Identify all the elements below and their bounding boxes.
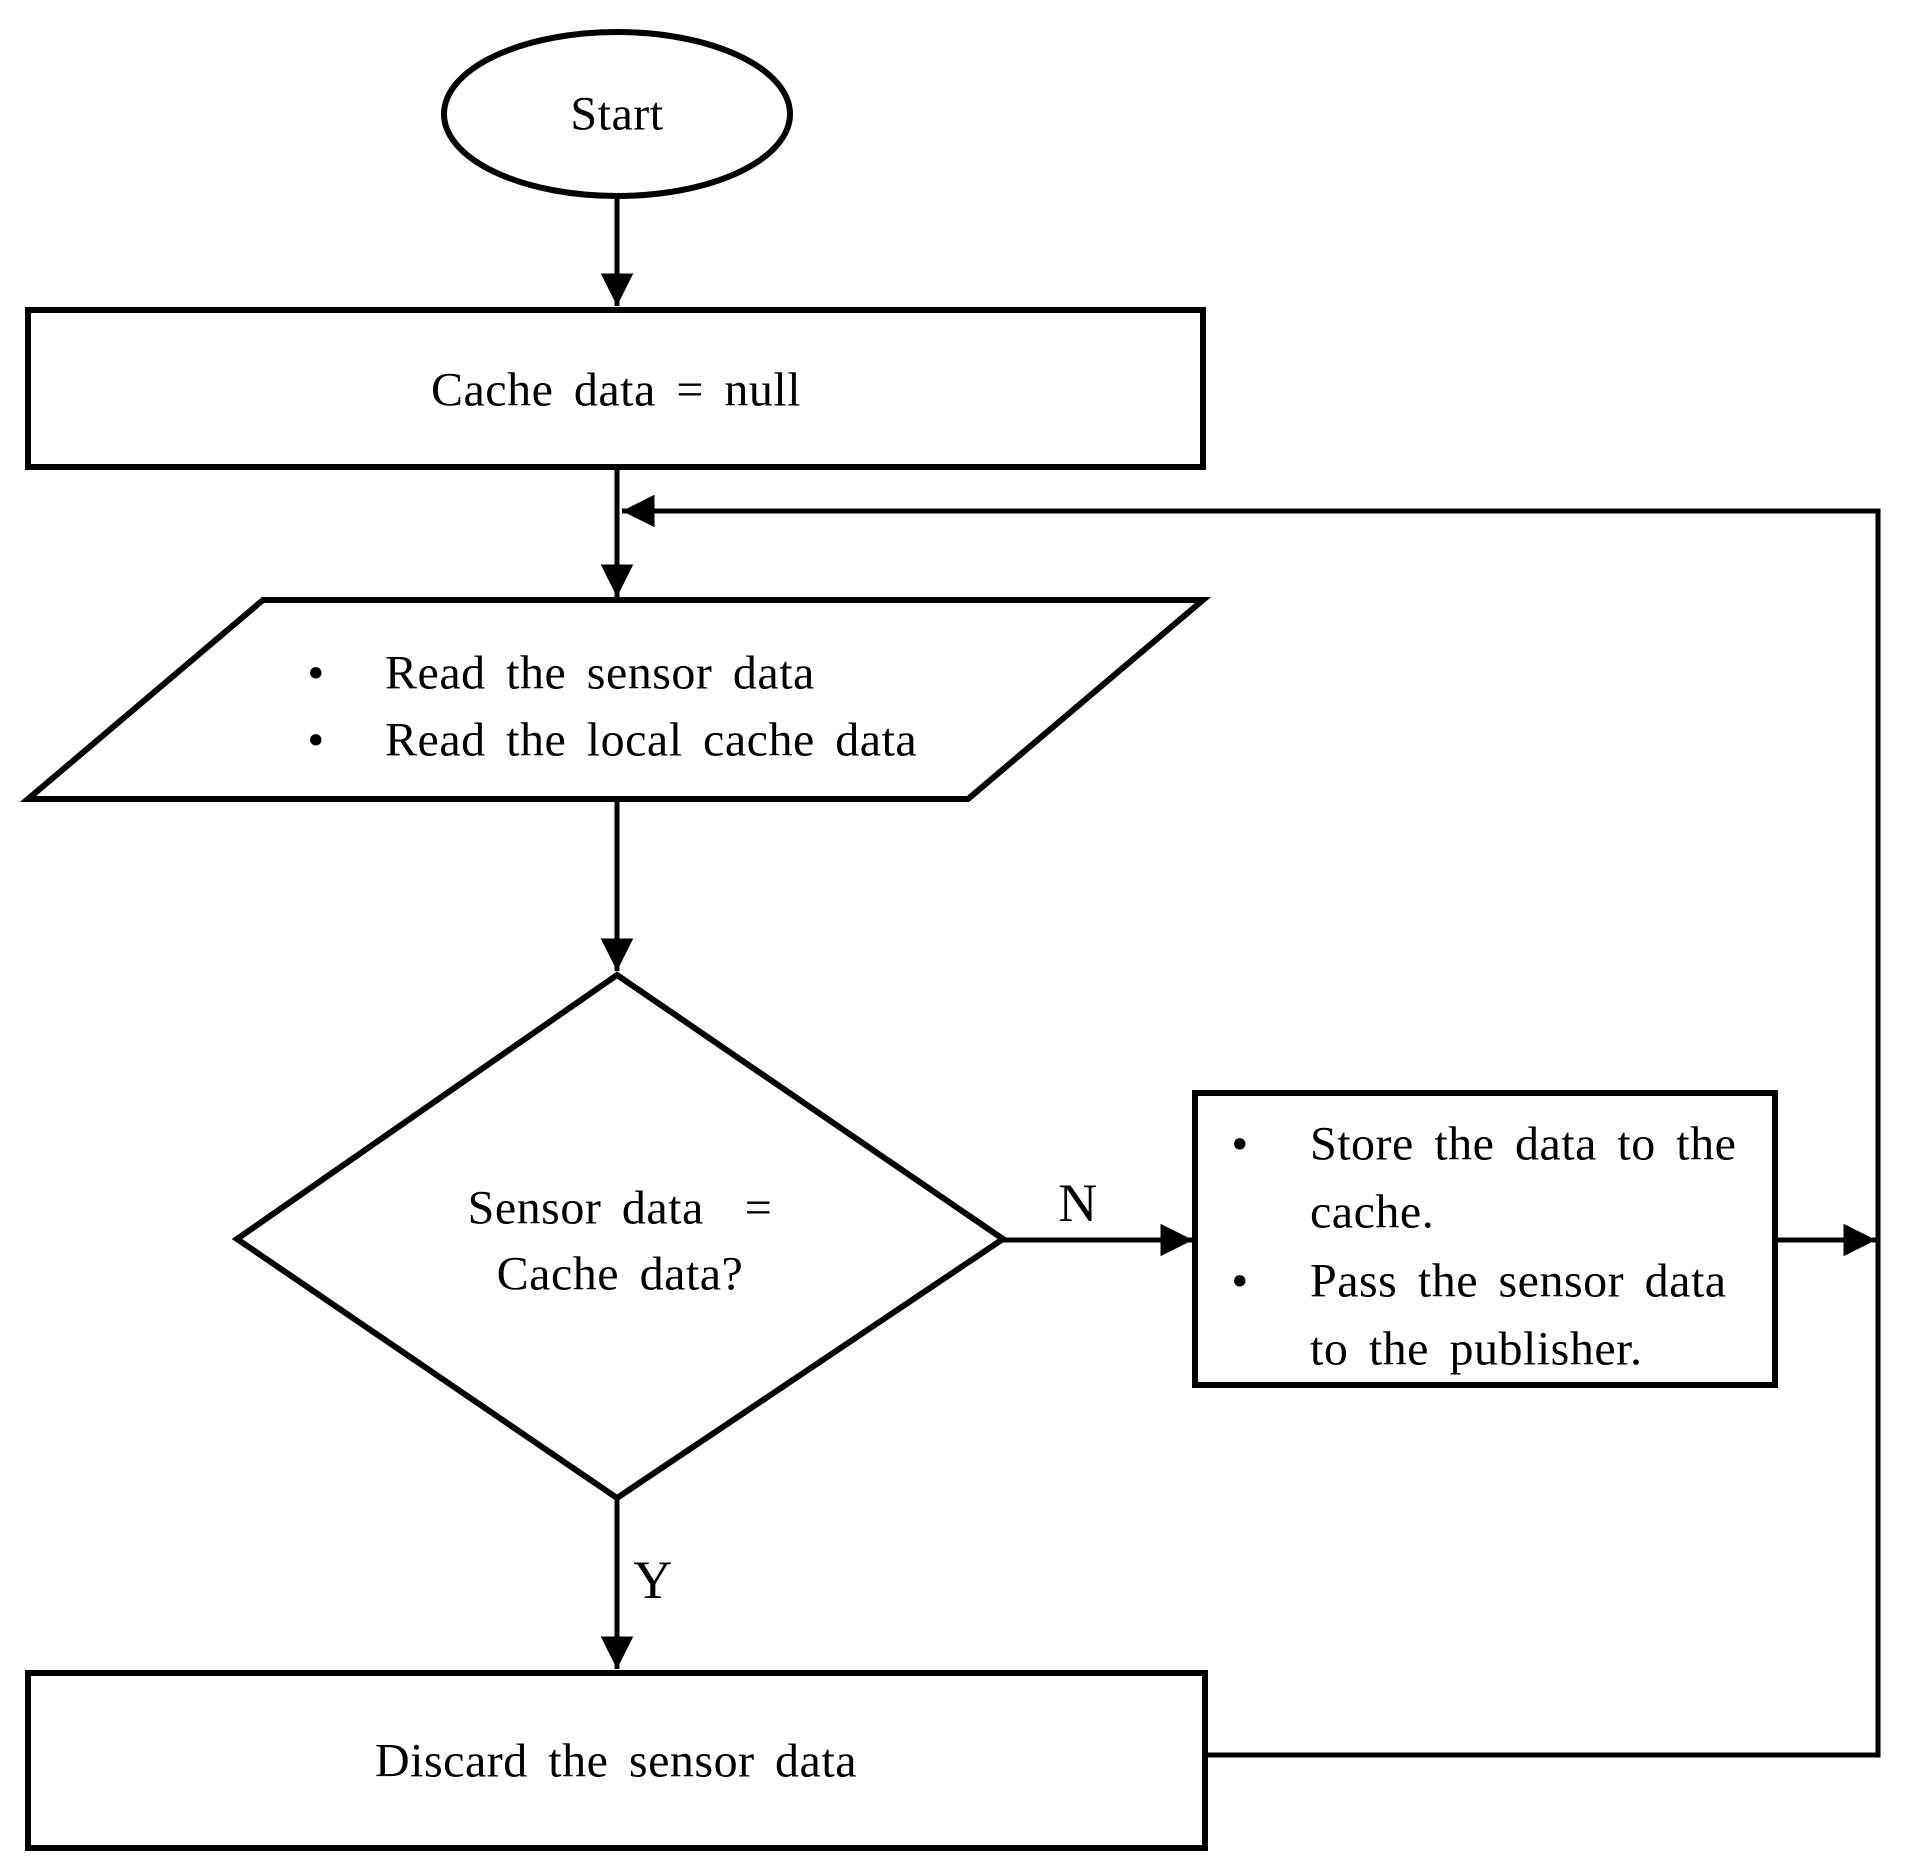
read-item-label: Read the sensor data bbox=[385, 647, 815, 700]
read-item-label: Read the local cache data bbox=[385, 714, 917, 767]
loop-return-line bbox=[622, 494, 1881, 1758]
read-io-parallelogram bbox=[19, 597, 1212, 802]
bullet-icon: • bbox=[307, 714, 324, 767]
store-line: Pass the sensor data bbox=[1310, 1255, 1727, 1308]
store-process bbox=[1192, 1090, 1778, 1388]
init-label: Cache data = null bbox=[431, 364, 801, 417]
bullet-icon: • bbox=[307, 647, 324, 700]
discard-label: Discard the sensor data bbox=[375, 1735, 857, 1788]
start-label: Start bbox=[570, 88, 663, 141]
bullet-icon: • bbox=[1231, 1255, 1248, 1308]
yes-branch-label: Y bbox=[633, 1550, 673, 1610]
store-line: cache. bbox=[1310, 1186, 1434, 1239]
decision-diamond bbox=[231, 971, 1009, 1502]
decision-label-line1: Sensor data = bbox=[468, 1182, 773, 1235]
discard-process bbox=[25, 1670, 1208, 1851]
store-line: Store the data to the bbox=[1310, 1118, 1736, 1171]
bullet-icon: • bbox=[1231, 1118, 1248, 1171]
decision-label-line2: Cache data? bbox=[497, 1248, 744, 1301]
no-branch-label: N bbox=[1058, 1173, 1098, 1233]
store-line: to the publisher. bbox=[1310, 1323, 1642, 1376]
init-process bbox=[25, 307, 1206, 470]
start-terminator bbox=[441, 29, 793, 199]
